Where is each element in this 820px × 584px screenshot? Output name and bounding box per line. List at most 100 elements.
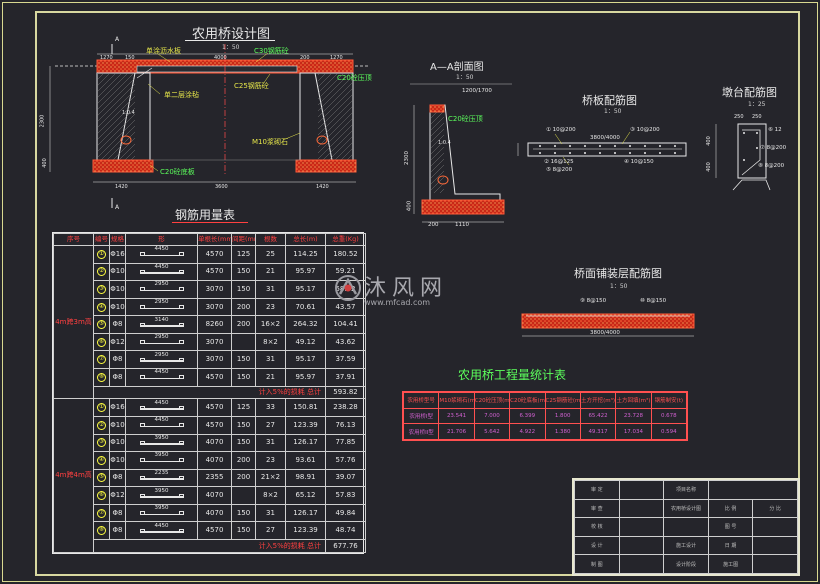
rebar-total-length: 264.32 [285, 315, 326, 334]
rebar-unit-length: 2355 [197, 468, 232, 488]
slab-callout-1: ① 10@200 [546, 127, 576, 133]
deck-callout-10: ⑩ 8@150 [640, 298, 667, 304]
elevation-drawing [49, 44, 370, 208]
rebar-total-length: 123.39 [285, 521, 326, 541]
rebar-total-weight: 43.62 [325, 332, 366, 352]
abutment-rebar-drawing [715, 123, 771, 191]
qty-header-cell: C20砼压顶(m³) [473, 392, 511, 409]
qty-value: 23.728 [615, 407, 652, 425]
rebar-total-length: 95.17 [285, 350, 326, 370]
rebar-total-weight: 180.52 [325, 244, 366, 264]
rebar-number: ⑦ [97, 355, 106, 365]
qty-header-cell: C25钢筋砼(m³) [544, 392, 581, 409]
rebar-number: ③ [97, 284, 106, 294]
rebar-unit-length: 4570 [197, 415, 232, 435]
rebar-total-weight: 57.83 [325, 486, 366, 505]
deck-rebar-drawing [521, 313, 695, 337]
rebar-group-label: 4m跨3m高 [53, 244, 94, 400]
rebar-diameter: Φ10 [109, 280, 126, 299]
rebar-shape: 4450 [139, 399, 184, 411]
callout-c20-cap: C20砼压顶 [337, 74, 372, 82]
qty-header-cell: 土方回填(m³) [615, 392, 652, 409]
rebar-diameter: Φ8 [109, 503, 126, 523]
rebar-total-weight: 37.59 [325, 350, 366, 370]
slab-dim: 3800/4000 [590, 135, 620, 141]
deck-dim: 3800/4000 [590, 330, 620, 336]
title-block-row: 设 计施工设计日 期 [574, 535, 798, 556]
rebar-diameter: Φ12 [109, 486, 126, 505]
qty-header-row: 农用桥型号M10浆砌石(m³)C20砼压顶(m³)C20砼底板(m³)C25钢筋… [402, 392, 688, 409]
rebar-number: ① [97, 249, 106, 259]
rebar-spacing: 150 [231, 415, 256, 435]
rebar-shape-length: 3950 [154, 505, 169, 512]
rebar-shape-length: 4450 [154, 522, 169, 529]
rebar-shape: 3950 [139, 488, 184, 499]
dim-top-1: 1270 [100, 55, 113, 61]
qty-header-cell: 土方开挖(m³) [579, 392, 617, 409]
section-dim-height: 2300 [404, 151, 410, 165]
dim-bottom-1: 1420 [115, 184, 128, 190]
slab-callout-5: ⑤ 8@200 [546, 167, 573, 173]
watermark-text: 沐风网 [364, 276, 449, 301]
rebar-header-cell: 总长(m) [285, 233, 326, 246]
rebar-header-cell: 单根长(mm) [197, 233, 232, 246]
rebar-shape-length: 3950 [154, 434, 169, 441]
rebar-number: ④ [97, 302, 106, 312]
rebar-count: 31 [255, 280, 286, 299]
rebar-unit-length: 4070 [197, 486, 232, 505]
rebar-number: ① [97, 403, 106, 413]
rebar-unit-length: 4570 [197, 262, 232, 282]
qty-bridge-type: 农用桥I型 [402, 407, 440, 425]
rebar-header-cell: 间距(mm) [231, 233, 256, 246]
title-block-cell: 分 比 [752, 498, 798, 519]
qty-value: 21.706 [438, 423, 475, 440]
rebar-number: ⑦ [97, 508, 106, 518]
rebar-number: ⑧ [97, 526, 106, 536]
rebar-spacing: 200 [231, 297, 256, 317]
abutment-rebar-scale: 1：25 [748, 101, 766, 108]
rebar-shape: 4450 [139, 264, 184, 275]
rebar-total-length: 114.25 [285, 244, 326, 264]
callout-c25: C25钢筋砼 [234, 82, 269, 90]
rebar-shape-length: 4450 [154, 369, 169, 376]
rebar-count: 27 [255, 521, 286, 541]
callout-slope-left: 1:0.4 [122, 110, 135, 116]
deck-rebar-title: 桥面铺装层配筋图 [574, 267, 662, 280]
watermark-url: www.mfcad.com [364, 298, 431, 307]
title-block-cell: 校 核 [574, 517, 620, 537]
title-block-cell [752, 535, 798, 556]
rebar-shape-length: 4450 [154, 246, 169, 253]
rebar-unit-length: 4070 [197, 433, 232, 453]
rebar-count: 33 [255, 398, 286, 417]
inner-frame [35, 11, 800, 576]
title-block-cell [663, 517, 709, 537]
rebar-spacing: 150 [231, 262, 256, 282]
rebar-sum-label: 计入5%的损耗 总计 [93, 539, 326, 553]
rebar-spacing: 150 [231, 433, 256, 453]
rebar-number: ③ [97, 438, 106, 448]
rebar-shape-length: 4450 [154, 399, 169, 406]
rebar-unit-length: 3070 [197, 280, 232, 299]
slab-callout-2: ② 16@125 [544, 159, 574, 165]
rebar-shape-length: 3950 [154, 452, 169, 459]
title-block-cell: 施工设计 [663, 535, 709, 556]
rebar-shape: 4450 [139, 418, 184, 428]
rebar-diameter: Φ16 [109, 244, 126, 264]
rebar-total-weight: 238.28 [325, 398, 366, 417]
qty-header-cell: C20砼底板(m³) [509, 392, 546, 409]
rebar-total-weight: 104.41 [325, 315, 366, 334]
rebar-total-weight: 57.76 [325, 451, 366, 470]
rebar-count: 8×2 [255, 486, 286, 505]
rebar-number: ④ [97, 455, 106, 465]
rebar-shape-length: 3140 [154, 316, 169, 323]
rebar-diameter: Φ10 [109, 415, 126, 435]
rebar-count: 21×2 [255, 468, 286, 488]
rebar-sum-label: 计入5%的损耗 总计 [93, 385, 326, 400]
